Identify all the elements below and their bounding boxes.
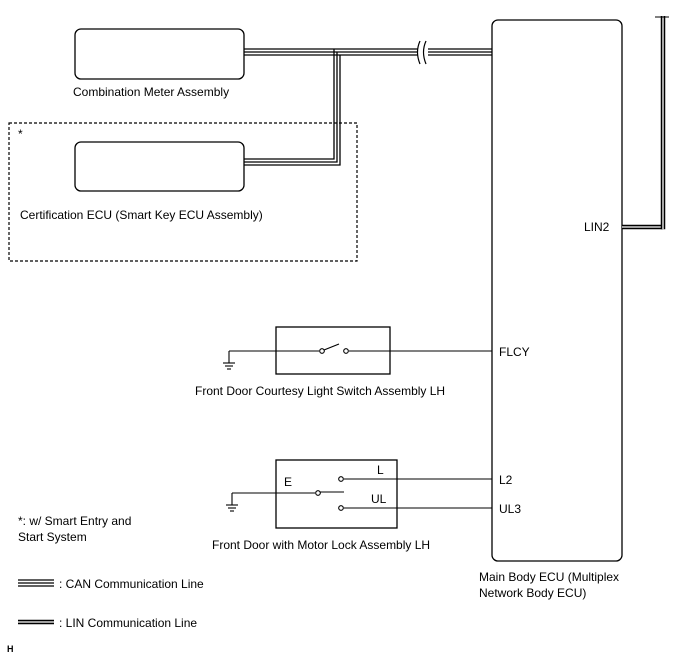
main-body-ecu-box [491, 19, 623, 562]
pin-flcy-label: FLCY [499, 345, 530, 359]
pin-ul3-label: UL3 [499, 502, 521, 516]
combination-meter-label: Combination Meter Assembly [73, 85, 229, 99]
door-lock-label: Front Door with Motor Lock Assembly LH [212, 538, 430, 552]
door-lock-terminal-ul: UL [371, 492, 387, 506]
main-body-ecu-label-line2: Network Body ECU) [479, 586, 586, 600]
pin-l2-label: L2 [499, 473, 513, 487]
can-bus-lines [244, 48, 492, 166]
door-lock-ground-symbol [226, 492, 276, 512]
certification-ecu-label: Certification ECU (Smart Key ECU Assembl… [20, 208, 263, 222]
lin-bus-line [622, 16, 669, 230]
main-body-ecu-label-line1: Main Body ECU (Multiplex [479, 570, 619, 584]
courtesy-switch-contact [276, 343, 390, 354]
corner-mark: H [7, 644, 14, 654]
courtesy-switch-ground-symbol [223, 350, 276, 370]
legend-can-symbol [18, 579, 54, 587]
door-lock-terminal-e: E [284, 475, 292, 489]
door-lock-switch-contact [276, 476, 397, 511]
pin-lin2-label: LIN2 [584, 220, 610, 234]
combination-meter-box [74, 28, 245, 80]
door-lock-box [275, 459, 398, 529]
legend-can-label: : CAN Communication Line [59, 577, 204, 591]
door-lock-terminal-l: L [377, 463, 384, 477]
footnote-line2: Start System [18, 530, 87, 544]
can-line-break-mark [416, 40, 427, 65]
legend-lin-label: : LIN Communication Line [59, 616, 197, 630]
optional-group-border [8, 122, 358, 262]
optional-group-marker: * [18, 127, 23, 141]
certification-ecu-box [74, 141, 245, 192]
courtesy-switch-label: Front Door Courtesy Light Switch Assembl… [195, 384, 445, 398]
footnote-line1: *: w/ Smart Entry and [18, 514, 131, 528]
